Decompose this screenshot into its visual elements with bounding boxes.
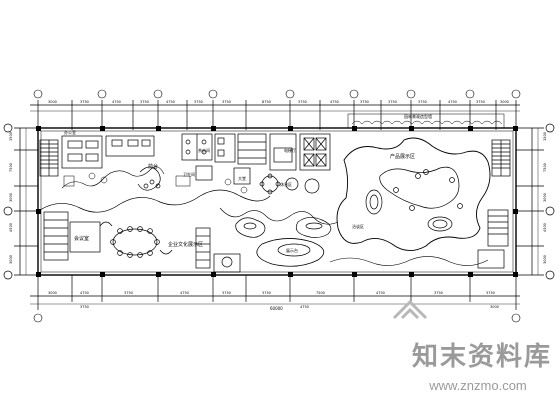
office-upper-left (61, 135, 155, 169)
top-axis-bubbles (33, 89, 521, 99)
label-lounge: 休息区 (280, 181, 292, 187)
label-total-length: 60000 (270, 306, 283, 311)
dim-bottom-12: 3000 (490, 305, 499, 309)
dim-top-4: 4750 (166, 100, 175, 104)
building-outline (37, 127, 517, 276)
dim-bottom-4: 3750 (222, 291, 231, 295)
dim-top-0: 3000 (48, 100, 57, 104)
showroom-blob (336, 137, 491, 251)
dim-top-6: 3750 (222, 100, 231, 104)
dim-left-2: 3000 (9, 193, 13, 202)
watermark-title: 知末资料库 (412, 342, 553, 372)
bottom-dimension-chain (30, 275, 520, 310)
central-wavy-wall (39, 189, 271, 213)
bottom-axis-bubbles (33, 313, 521, 323)
elevator-hall (269, 133, 331, 171)
dim-top-13: 4750 (448, 100, 457, 104)
left-dimension-chain (3, 123, 38, 280)
dim-bottom-7: 4750 (376, 291, 385, 295)
structural-columns (36, 126, 518, 277)
dim-top-14: 3750 (476, 100, 485, 104)
label-top-banner: 园林景观造型墙 (404, 113, 432, 119)
dim-top-8: 3750 (298, 100, 307, 104)
watermark-url: www.znzmo.com (429, 378, 527, 393)
dim-bottom-1: 4750 (80, 291, 89, 295)
top-landscape-banner (347, 113, 505, 129)
label-booth: 洽谈区 (352, 223, 364, 229)
dim-bottom-6: 7500 (316, 291, 325, 295)
left-stairwell (39, 139, 59, 177)
dim-top-9: 4750 (330, 100, 339, 104)
conference-room (43, 211, 173, 261)
exhibition-zone (195, 227, 241, 273)
dim-top-5: 3750 (194, 100, 203, 104)
scattered-furniture (63, 172, 248, 194)
right-dimension-chain (516, 123, 555, 280)
dim-right-2: 3000 (543, 193, 547, 202)
label-lobby: 大堂 (238, 175, 246, 181)
label-tea-room: 茶水间 (198, 147, 210, 153)
dim-bottom-8: 3750 (434, 291, 443, 295)
bottom-right-curve (329, 256, 489, 266)
dim-left-4: 3000 (9, 255, 13, 264)
lounge-tables (259, 173, 320, 195)
dim-top-1: 3750 (80, 100, 89, 104)
dim-left-0: 1500 (9, 132, 13, 141)
label-office: 办公室 (64, 129, 76, 135)
dim-bottom-2: 3750 (124, 291, 133, 295)
dim-left-1: 7500 (9, 163, 13, 172)
dim-right-3: 4500 (543, 223, 547, 232)
central-wavy-wall-2 (219, 207, 339, 225)
label-showroom: 产品展示区 (390, 153, 415, 160)
dim-right-1: 7500 (543, 163, 547, 172)
label-center-island: 展示台 (286, 247, 298, 253)
label-elevator-hall: 电梯厅 (284, 147, 296, 153)
reception-curve (61, 166, 165, 189)
dim-top-12: 3750 (418, 100, 427, 104)
watermark-logo-icon (392, 299, 428, 320)
dim-top-10: 3750 (360, 100, 369, 104)
dim-bottom-0: 3000 (48, 291, 57, 295)
label-exhibition: 企业文化展示区 (168, 241, 203, 248)
dim-left-3: 4500 (9, 223, 13, 232)
building-inner-wall (40, 130, 514, 273)
label-conference: 会议室 (74, 235, 89, 242)
dim-top-3: 3750 (140, 100, 149, 104)
dim-top-7: 8750 (262, 100, 271, 104)
right-stairwell (487, 139, 511, 247)
dim-bottom-5: 3750 (262, 291, 271, 295)
label-reception: 前台 (148, 163, 158, 170)
toilet-core (181, 133, 267, 185)
dim-top-2: 4750 (112, 100, 121, 104)
dim-top-15: 3000 (500, 100, 509, 104)
reception-counter (137, 166, 161, 191)
dim-bottom-9: 3750 (486, 291, 495, 295)
dim-right-4: 3000 (543, 255, 547, 264)
center-display-islands (235, 217, 332, 267)
dim-bottom-10: 3750 (80, 305, 89, 309)
dim-top-11: 3750 (388, 100, 397, 104)
dim-right-0: 1500 (543, 132, 547, 141)
dim-bottom-3: 4750 (180, 291, 189, 295)
top-dimension-chain (30, 100, 520, 130)
dim-bottom-11: 4750 (300, 305, 309, 309)
label-toilet: 卫生间 (183, 171, 195, 177)
